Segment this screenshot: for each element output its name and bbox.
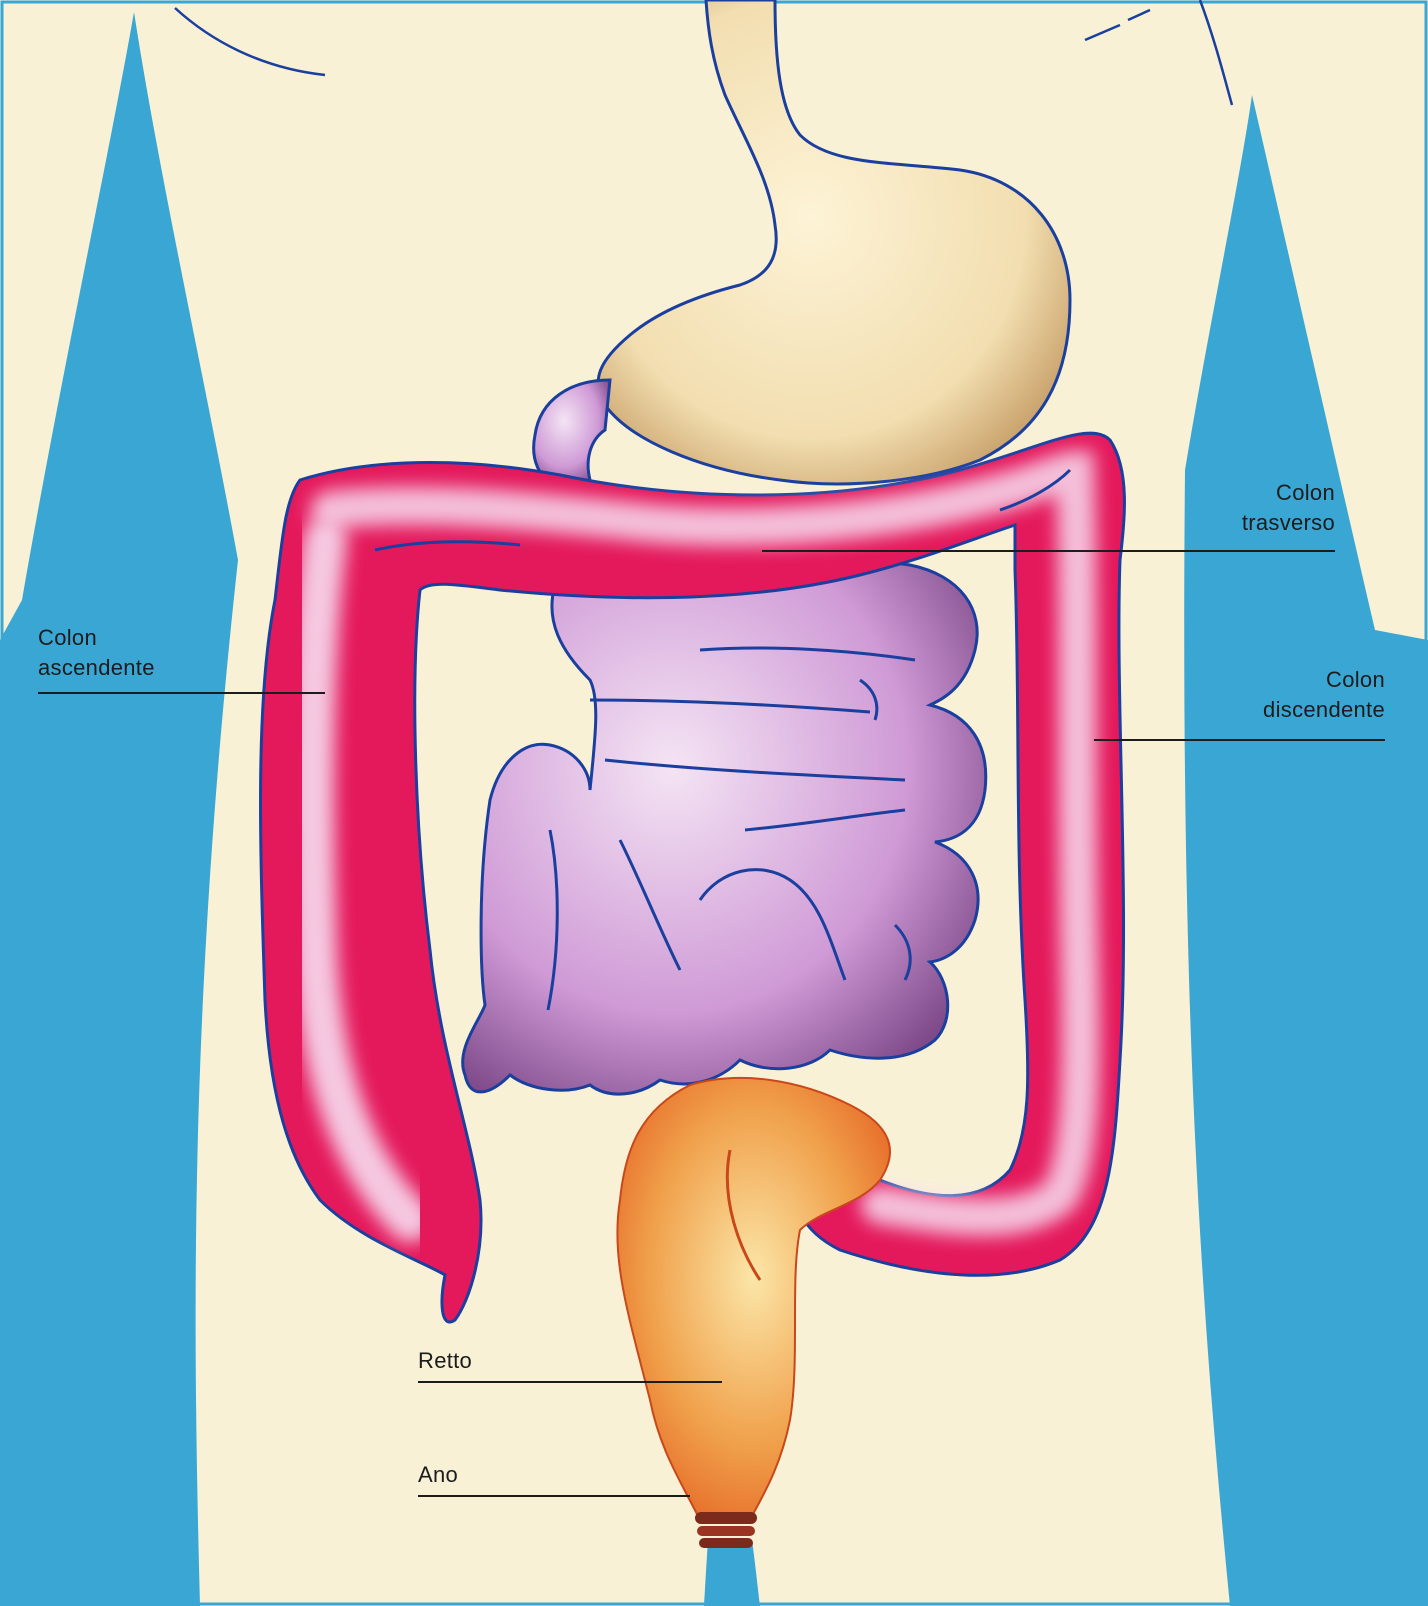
label-colon-trasverso: Colon trasverso	[1190, 478, 1335, 538]
label-colon-ascendente-line1: Colon	[38, 623, 238, 653]
label-colon-discendente-line1: Colon	[1200, 665, 1385, 695]
anus-rings	[695, 1512, 757, 1548]
bottom-center-blue	[704, 1540, 760, 1606]
label-colon-discendente-line2: discendente	[1200, 695, 1385, 725]
label-ano-text: Ano	[418, 1460, 568, 1490]
label-ano: Ano	[418, 1460, 568, 1490]
label-colon-ascendente-line2: ascendente	[38, 653, 238, 683]
label-colon-trasverso-line2: trasverso	[1190, 508, 1335, 538]
label-retto-text: Retto	[418, 1346, 568, 1376]
label-colon-discendente: Colon discendente	[1200, 665, 1385, 725]
label-colon-ascendente: Colon ascendente	[38, 623, 238, 683]
label-retto: Retto	[418, 1346, 568, 1376]
label-colon-trasverso-line1: Colon	[1190, 478, 1335, 508]
